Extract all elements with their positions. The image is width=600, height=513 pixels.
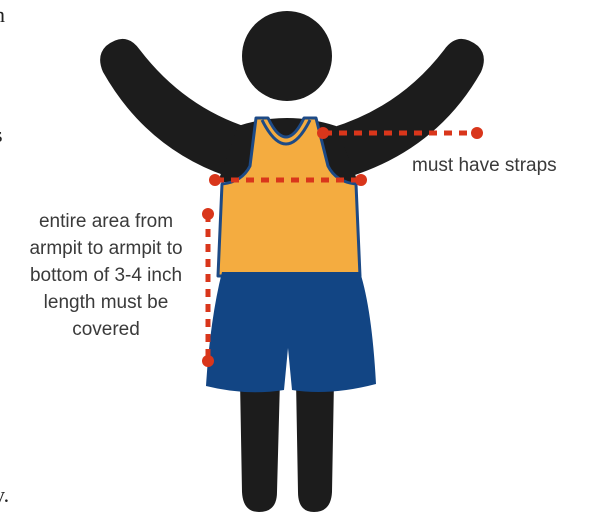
coverage-line: entire area from: [2, 208, 210, 235]
straps-annotation: must have straps: [412, 152, 557, 179]
coverage-line: covered: [2, 316, 210, 343]
edge-text-fragment: y.: [0, 484, 9, 506]
head: [242, 11, 332, 101]
shorts: [206, 272, 376, 392]
edge-text-fragment: s: [0, 124, 3, 146]
coverage-line: armpit to armpit to: [2, 235, 210, 262]
right-leg: [296, 380, 334, 512]
coverage-line: bottom of 3-4 inch: [2, 262, 210, 289]
coverage-line: length must be: [2, 289, 210, 316]
edge-text-fragment: n: [0, 4, 5, 26]
coverage-annotation: entire area from armpit to armpit to bot…: [2, 208, 210, 343]
left-leg: [240, 380, 280, 512]
